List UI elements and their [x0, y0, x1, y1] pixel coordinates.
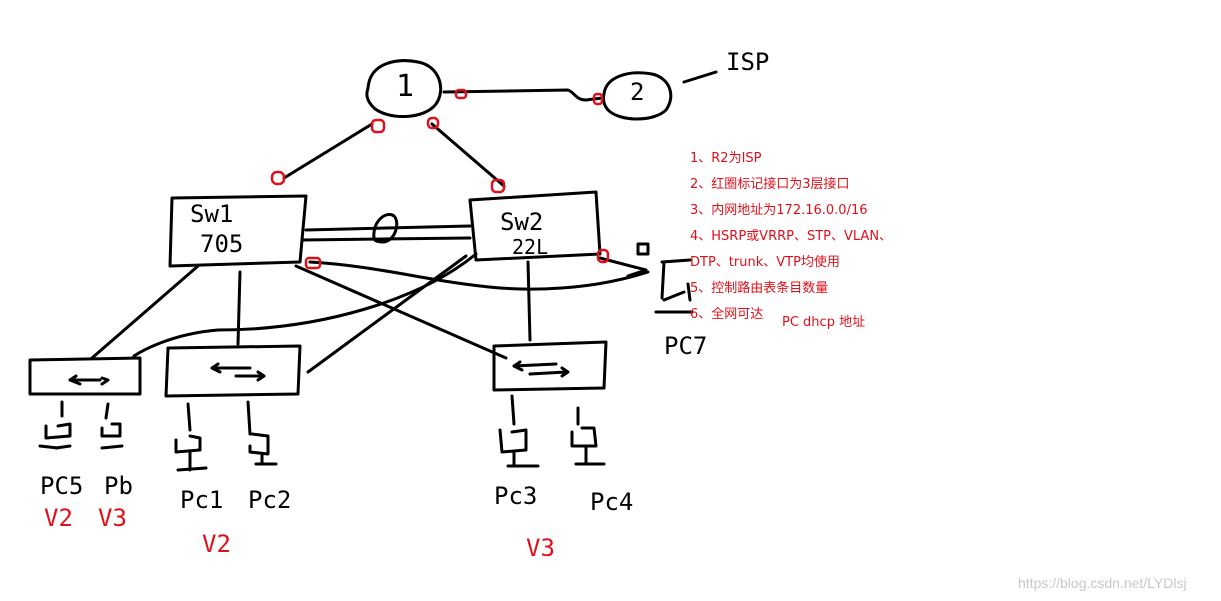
requirements-notes: 1、R2为ISP 2、红圈标记接口为3层接口 3、内网地址为172.16.0.0… [690, 151, 892, 330]
sw1-label: Sw1 [190, 200, 233, 228]
router-2-label: 2 [630, 78, 644, 106]
router-2: 2 [602, 71, 673, 121]
link-sw2-accB [306, 254, 468, 374]
sw1-sub-label: 705 [200, 230, 243, 258]
note-7: 6、全网可达 [690, 306, 763, 322]
isp-label: ISP [726, 48, 769, 76]
pc1 [174, 402, 208, 472]
link-r1-sw2 [430, 122, 506, 188]
pc6 [100, 402, 124, 450]
link-sw2-accC [526, 260, 532, 342]
link-sw1-accC [294, 264, 508, 360]
pc-label-7: PC7 [664, 332, 707, 360]
note-3: 3、内网地址为172.16.0.0/16 [690, 202, 868, 218]
watermark: https://blog.csdn.net/LYDlsj [1018, 575, 1187, 591]
core-switch-1: Sw1 705 [168, 194, 308, 268]
etherchannel-sw1-sw2 [300, 213, 472, 244]
link-r1-r2 [442, 88, 604, 102]
note-2: 2、红圈标记接口为3层接口 [690, 176, 850, 192]
link-sw1-accB [236, 270, 242, 346]
router-1: 1 [365, 59, 443, 119]
vlan-mark-pc5: V2 [44, 504, 73, 532]
sw2-label: Sw2 [500, 208, 543, 236]
pc-label-4: Pc4 [590, 488, 633, 516]
link-r1-sw1 [282, 122, 374, 180]
pc2 [246, 400, 278, 466]
note-1: 1、R2为ISP [690, 151, 762, 166]
l3-interface-markers [270, 88, 650, 270]
vlan-mark-group-1: V2 [202, 530, 231, 558]
access-switch-b [164, 344, 302, 398]
pc3 [498, 394, 540, 468]
pc7 [654, 258, 694, 314]
pc-label-2: Pc2 [248, 486, 291, 514]
note-4: 4、HSRP或VRRP、STP、VLAN、 [690, 229, 892, 244]
pc-label-5: PC5 [40, 472, 83, 500]
access-switch-c [492, 340, 608, 392]
access-switch-a [28, 356, 142, 396]
core-switch-2: Sw2 22L [468, 190, 602, 262]
router-1-label: 1 [396, 69, 414, 104]
link-r2-isp [682, 70, 718, 84]
pc4 [570, 406, 606, 466]
note-5: DTP、trunk、VTP均使用 [690, 254, 840, 270]
link-sw1-pc7 [308, 260, 650, 291]
link-sw2-pc7 [598, 256, 648, 278]
vlan-mark-group-2: V3 [526, 534, 555, 562]
vlan-mark-pc6: V3 [98, 504, 127, 532]
pc-label-6: Pb [104, 472, 133, 500]
pc-label-1: Pc1 [180, 486, 223, 514]
sw2-sub-label: 22L [512, 235, 548, 259]
link-sw1-accA [90, 264, 200, 360]
pc-label-3: Pc3 [494, 482, 537, 510]
note-6: 5、控制路由表条目数量 [690, 280, 828, 296]
note-8: PC dhcp 地址 [782, 315, 865, 330]
pc5 [38, 400, 72, 450]
